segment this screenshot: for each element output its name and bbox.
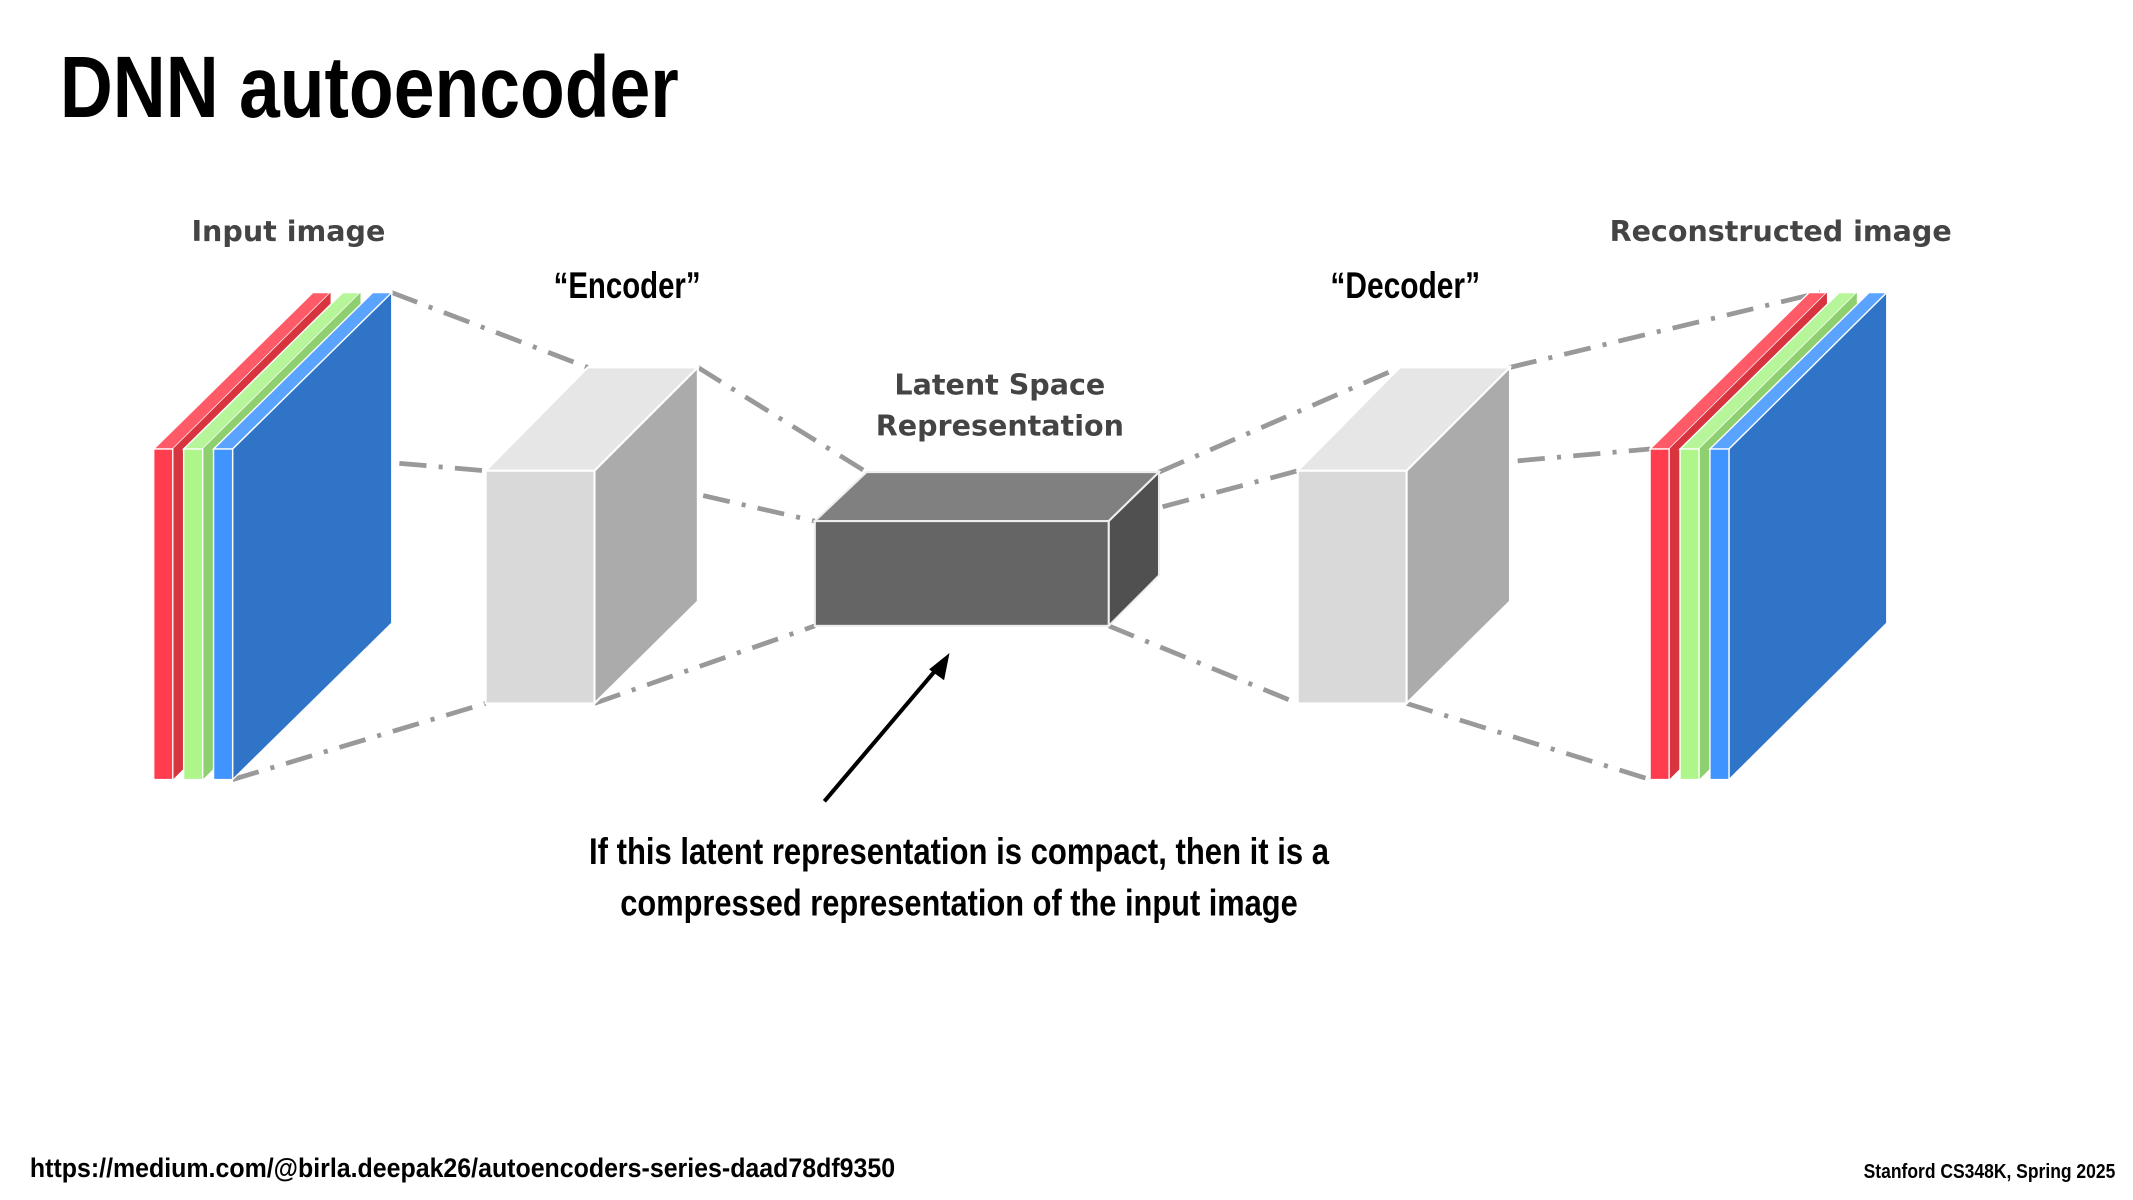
caption-line2: compressed representation of the input i…	[620, 883, 1297, 924]
latent-block	[812, 469, 1162, 629]
source-link[interactable]: https://medium.com/@birla.deepak26/autoe…	[30, 1152, 895, 1183]
input-image-label: Input image	[191, 214, 385, 248]
footer-credit: Stanford CS348K, Spring 2025	[1864, 1161, 2116, 1183]
arrow-icon	[822, 653, 950, 803]
reconstructed-image-stack	[1648, 290, 1889, 782]
encoder-block	[483, 364, 701, 706]
reconstructed-image-label: Reconstructed image	[1610, 214, 1952, 248]
latent-label-line2: Representation	[876, 408, 1124, 442]
caption-line1: If this latent representation is compact…	[589, 831, 1329, 872]
encoder-label: “Encoder”	[554, 265, 701, 306]
input-image-stack	[152, 290, 394, 782]
decoder-block	[1295, 364, 1513, 706]
decoder-label: “Decoder”	[1330, 265, 1480, 306]
latent-label-line1: Latent Space	[894, 368, 1105, 402]
slide-title: DNN autoencoder	[60, 39, 679, 136]
